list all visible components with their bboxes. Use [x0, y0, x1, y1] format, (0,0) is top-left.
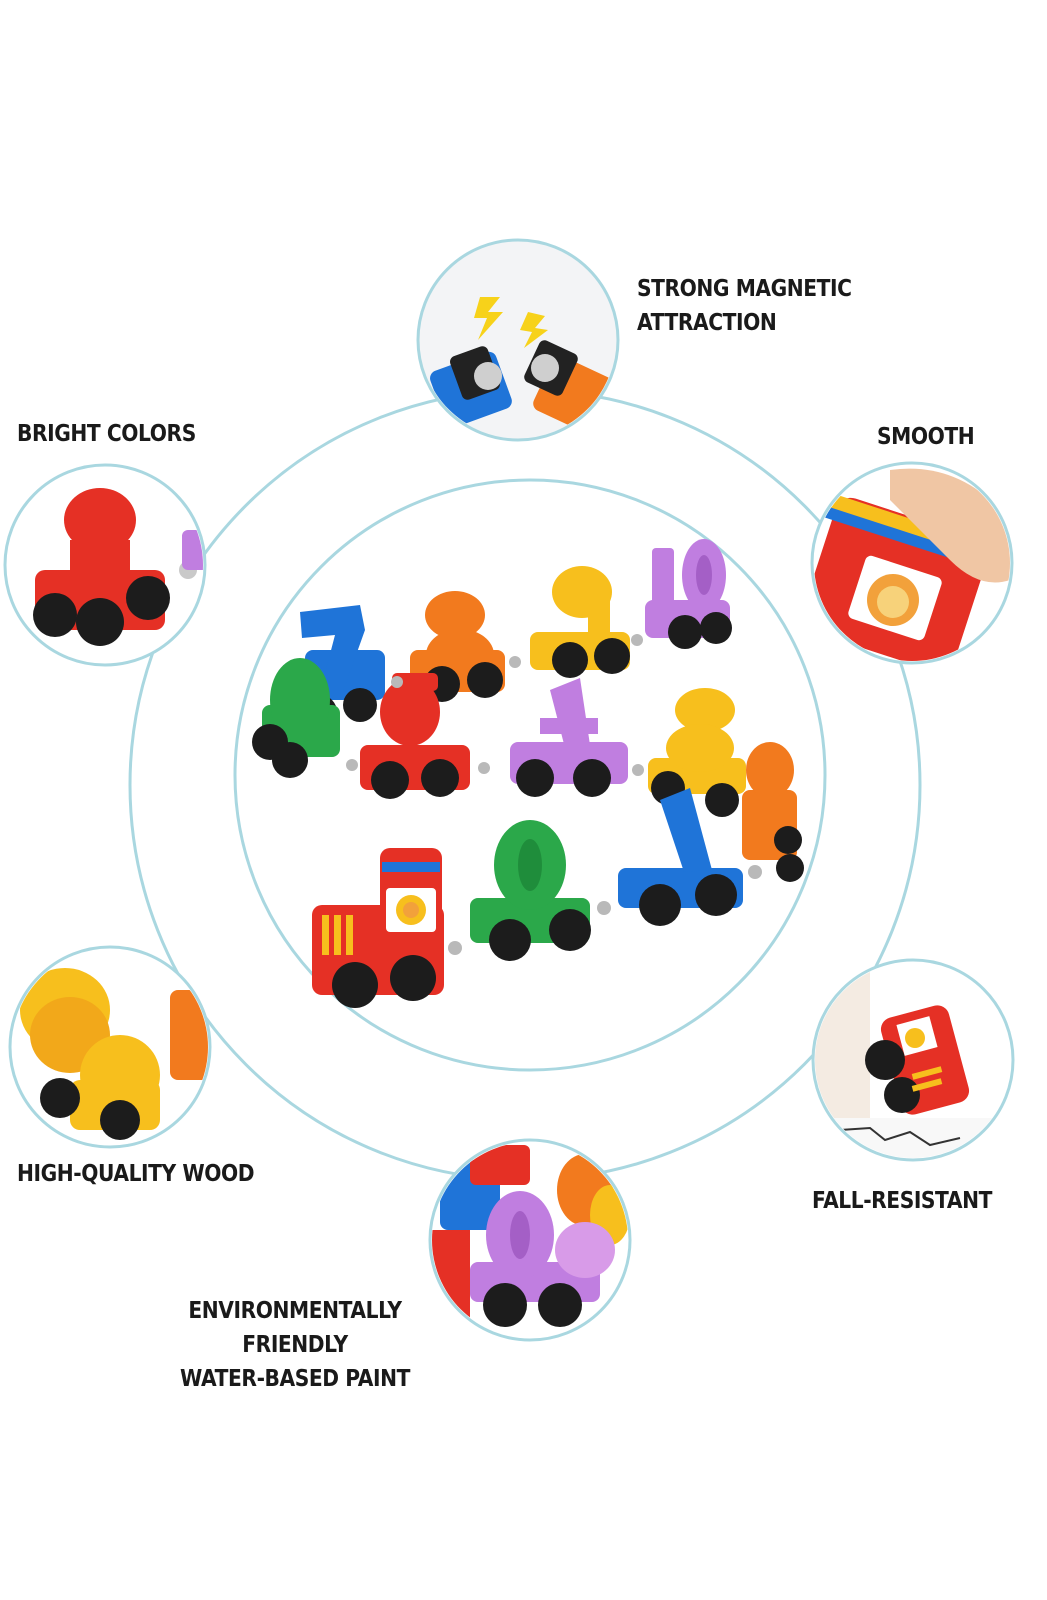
- magnet-connectors: [346, 634, 762, 955]
- feature-circle-fall-resistant: [811, 958, 1015, 1162]
- label-magnetic: STRONG MAGNETIC ATTRACTION: [637, 276, 852, 336]
- train-car-1: [618, 788, 743, 926]
- train-locomotive: [312, 848, 444, 1008]
- lightning-icon: [520, 312, 548, 348]
- feature-circle-wood: [8, 945, 212, 1149]
- lightning-icon: [474, 297, 503, 340]
- magnet-icon: [531, 354, 559, 382]
- feature-circle-magnetic: [416, 238, 620, 442]
- train-car-9: [530, 566, 630, 678]
- label-paint: ENVIRONMENTALLY FRIENDLY WATER-BASED PAI…: [180, 1298, 410, 1392]
- train-car-3: [648, 688, 746, 817]
- inner-ring: [233, 478, 827, 1072]
- finger-icon: [890, 468, 1010, 583]
- train-car-0: [470, 820, 591, 961]
- feature-circle-paint: [428, 1138, 632, 1342]
- train-car-2: [742, 742, 804, 882]
- label-smooth: SMOOTH: [877, 424, 975, 450]
- label-wood: HIGH-QUALITY WOOD: [17, 1161, 255, 1187]
- train-car-10: [645, 539, 732, 649]
- train-car-4: [510, 678, 628, 797]
- magnet-icon: [474, 362, 502, 390]
- train-car-6: [252, 658, 340, 778]
- train-illustration: [252, 539, 804, 1008]
- feature-circle-bright-colors: [3, 463, 207, 667]
- train-car-5: [360, 673, 470, 799]
- label-fall-resistant: FALL-RESISTANT: [812, 1188, 992, 1214]
- label-bright-colors: BRIGHT COLORS: [17, 421, 196, 447]
- crack-icon: [839, 1126, 961, 1147]
- feature-circle-smooth: [810, 461, 1014, 665]
